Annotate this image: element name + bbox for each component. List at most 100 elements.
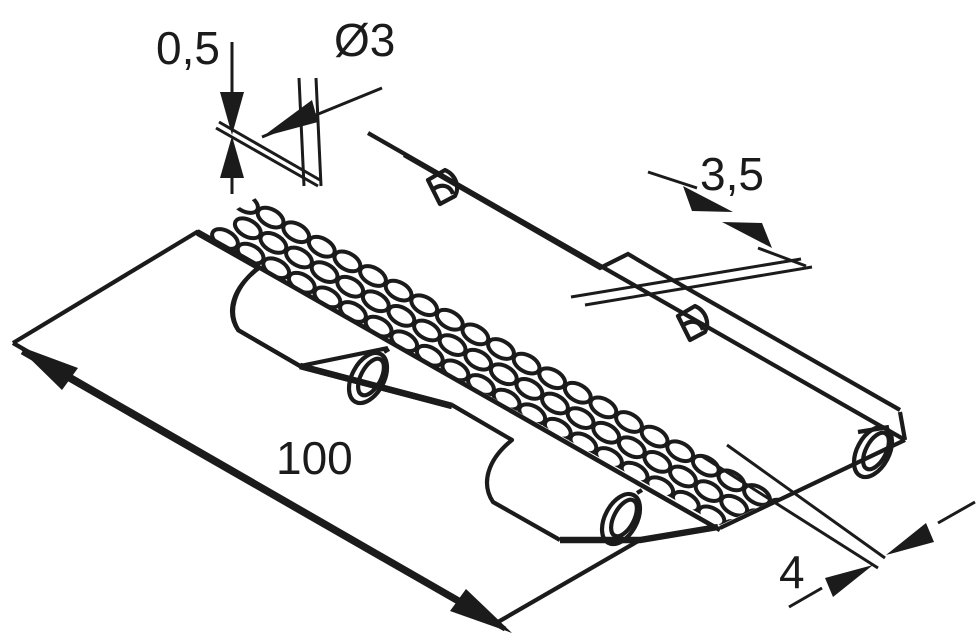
perforation-hole (590, 632, 622, 643)
perforation-hole (675, 538, 707, 566)
perforation-hole (457, 510, 488, 525)
perforation-hole (556, 541, 588, 569)
dim-0-5-arrow-bottom (220, 136, 244, 178)
perforation-hole (522, 452, 553, 477)
perforation-hole (152, 358, 184, 386)
perforation-hole (431, 495, 462, 520)
perforation-hole (197, 299, 200, 323)
perforation-hole (269, 332, 300, 356)
perforation-hole (357, 477, 388, 501)
perforation-hole (197, 263, 220, 287)
perforation-hole (500, 463, 530, 488)
plate-right-band (402, 153, 902, 412)
perforation-hole (451, 459, 482, 484)
dim-4-leader-a (699, 453, 879, 570)
perforation-hole (206, 414, 237, 439)
perforation-hole (510, 563, 542, 591)
dim-0-5-label: 0,5 (156, 22, 220, 74)
perforation-hole (518, 639, 550, 643)
perforation-hole (516, 613, 548, 641)
perforation-hole (770, 523, 801, 525)
perforation-hole (574, 482, 604, 506)
perforation-hole (729, 593, 761, 621)
dim-100-label: 100 (276, 432, 353, 484)
dim-d3-label: Ø3 (334, 14, 395, 66)
perforation-hole (400, 430, 431, 455)
perforation-hole (252, 393, 283, 418)
dim-3-5-leader-b (584, 265, 813, 307)
perforation-hole (201, 364, 232, 389)
perforation-hole (564, 617, 596, 643)
perforation-hole (484, 548, 516, 576)
perforation-hole (749, 557, 781, 585)
perforation-hole (249, 368, 280, 392)
perforation-hole (266, 306, 297, 331)
perforation-hole (638, 636, 670, 643)
perforation-hole (403, 455, 434, 480)
perforation-hole (197, 349, 206, 374)
perforation-hole (681, 589, 713, 617)
perforation-hole (584, 581, 616, 609)
perforation-hole (652, 549, 684, 577)
perforation-hole (533, 552, 565, 580)
perforation-hole (224, 353, 254, 378)
plate-right-endface (719, 411, 908, 530)
perforation-hole (507, 537, 539, 565)
perforation-hole (482, 524, 513, 525)
perforation-hole (374, 415, 405, 440)
hinge-barrel-1 (346, 347, 391, 406)
perforation-hole (229, 404, 260, 428)
plate-outline (11, 131, 907, 624)
perforation-hole (149, 333, 181, 361)
perforation-hole (607, 571, 639, 599)
perforation-hole (630, 560, 662, 588)
perforation-hole (428, 470, 459, 495)
perforation-hole (658, 600, 690, 628)
perforation-hole (610, 596, 642, 624)
dim-3-5-arrow-left (683, 186, 733, 212)
dimension-thickness: 0,5 (156, 22, 321, 194)
locating-tab-2 (675, 303, 710, 343)
perforation-hole (726, 568, 758, 596)
dim-3-5-label: 3,5 (700, 148, 764, 200)
perforation-hole (386, 517, 416, 525)
dimension-edge-width: 4 (699, 443, 976, 609)
perforation-hole (275, 382, 306, 407)
hinge-barrel-2 (599, 488, 644, 547)
perforation-hole (548, 467, 579, 492)
perforation-hole (454, 485, 485, 509)
perforation-hole (684, 614, 716, 642)
perforation-hole (197, 400, 212, 425)
perforation-hole (354, 451, 385, 476)
dim-d3-witness-b (314, 77, 323, 187)
perforation-hole (561, 592, 593, 620)
perforation-hole (709, 629, 741, 643)
perforation-hole (215, 277, 246, 302)
perforation-hole (746, 532, 778, 560)
perforation-hole (383, 491, 414, 516)
perforation-hole (525, 478, 556, 502)
perforation-hole (129, 369, 161, 397)
perforation-hole (197, 324, 203, 349)
plate-bottom-edge (496, 538, 642, 624)
dim-4-tail-left (788, 586, 823, 609)
perforation-hole (436, 544, 468, 572)
perforation-hole (426, 445, 456, 469)
perforation-hole (612, 621, 644, 643)
dim-4-arrow-left (825, 565, 873, 597)
dim-3-5-tail-right (757, 246, 807, 268)
hinge-barrel-3 (851, 424, 895, 480)
perforation-hole (197, 288, 223, 313)
perforation-hole (204, 389, 234, 414)
locating-tab-1 (425, 167, 460, 207)
perforation-hole (635, 610, 667, 638)
dim-3-5-leader-a (570, 257, 802, 299)
perforation-hole (701, 553, 733, 581)
perforation-hole (587, 607, 619, 635)
perforation-hole (434, 521, 465, 525)
perforation-hole (410, 530, 442, 558)
dim-0-5-arrow-top (220, 92, 244, 135)
perforation-hole (197, 313, 226, 338)
perforated-strip-outline (195, 230, 722, 532)
